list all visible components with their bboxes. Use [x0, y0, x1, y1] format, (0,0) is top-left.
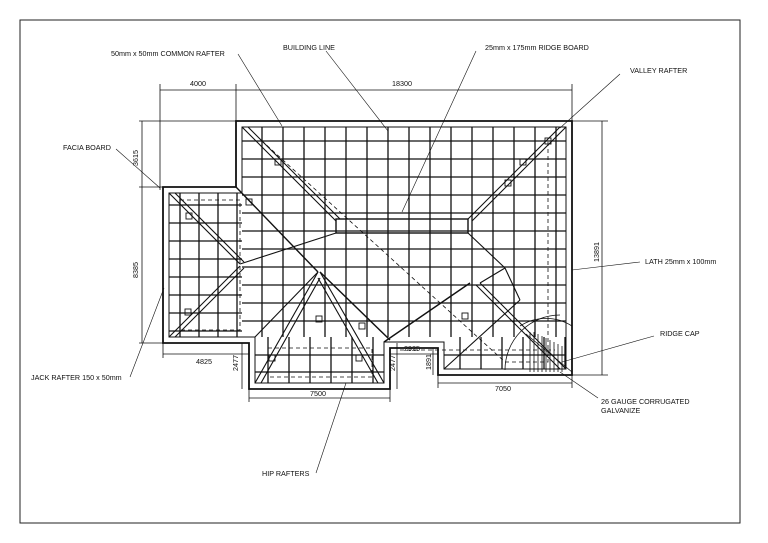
label-jack-rafter: JACK RAFTER 150 x 50mm: [31, 373, 122, 382]
dim-bottom-gap: 2925: [404, 344, 420, 353]
label-ridge-board: 25mm x 175mm RIDGE BOARD: [485, 43, 589, 52]
label-common-rafter: 50mm x 50mm COMMON RAFTER: [111, 49, 225, 58]
dim-bottom-right-height: 1891: [424, 354, 433, 370]
label-corrugated-line1: 26 GAUGE CORRUGATED: [601, 397, 690, 406]
dim-left-main: 8385: [131, 262, 140, 278]
dim-bottom-wing-left: 2477: [231, 355, 240, 371]
leader-lines: [115, 50, 655, 474]
dim-bottom-left: 4825: [196, 357, 212, 366]
label-hip-rafters: HIP RAFTERS: [262, 469, 310, 478]
dim-right-main: 13891: [592, 242, 601, 262]
dim-top-main: 18300: [392, 79, 412, 88]
label-facia-board: FACIA BOARD: [63, 143, 111, 152]
label-lath: LATH 25mm x 100mm: [645, 257, 716, 266]
label-ridge-cap: RIDGE CAP: [660, 329, 700, 338]
dim-left-upper: 3615: [131, 150, 140, 166]
hip-rafters: [168, 126, 567, 384]
label-building-line: BUILDING LINE: [283, 43, 335, 52]
dim-bottom-wing-right: 2477: [388, 355, 397, 371]
label-corrugated-line2: GALVANIZE: [601, 406, 640, 415]
dim-top-left: 4000: [190, 79, 206, 88]
label-valley-rafter: VALLEY RAFTER: [630, 66, 687, 75]
rafter-junction-marks: [184, 137, 552, 362]
corrugated-hatch: [504, 314, 573, 373]
dim-bottom-right-width: 7050: [495, 384, 511, 393]
dimension-lines: [139, 84, 608, 402]
ridge-dashed-lines: [179, 140, 555, 378]
sheet-border: [19, 19, 741, 524]
dim-bottom-wing-width: 7500: [310, 389, 326, 398]
